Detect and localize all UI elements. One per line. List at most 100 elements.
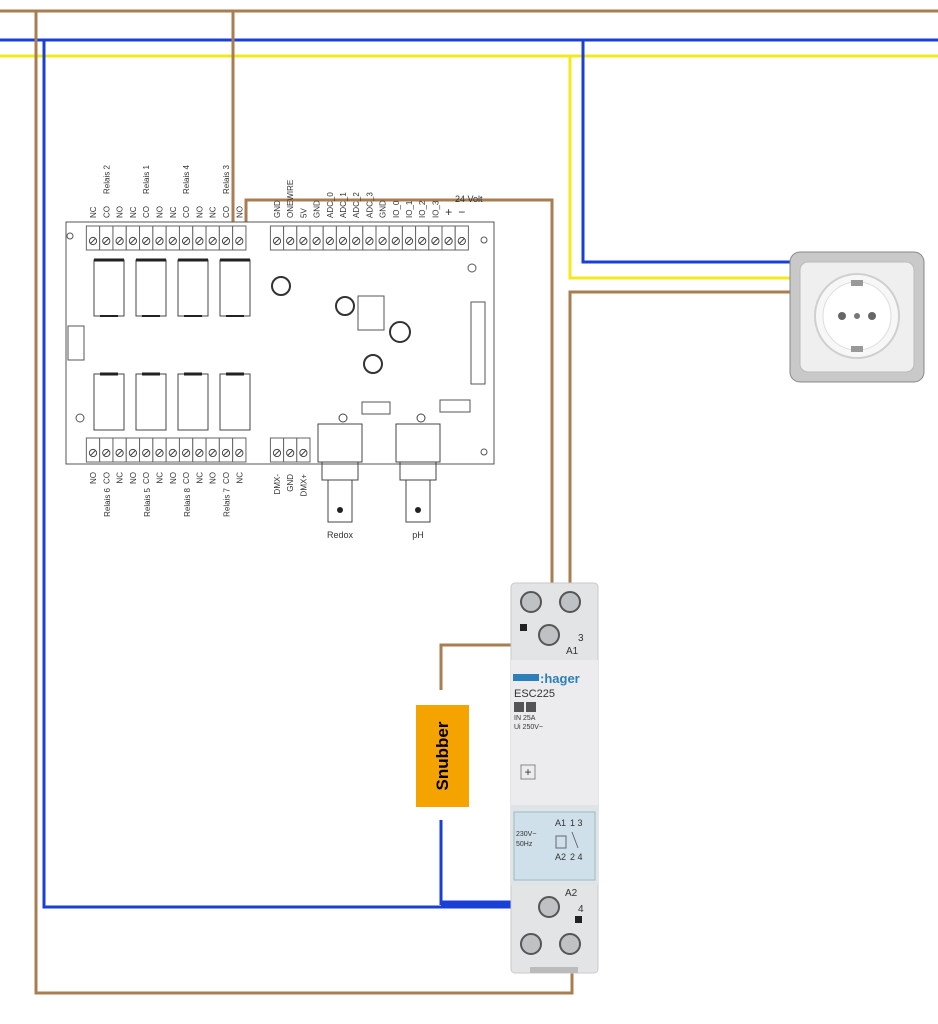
bottom-relay-terminal-1 bbox=[99, 437, 114, 463]
relays-bottom bbox=[93, 372, 251, 431]
dmx-pin-label: DMX+ bbox=[299, 474, 308, 497]
brown-snubber-wire bbox=[439, 643, 545, 690]
dmx-pin-label: DMX- bbox=[273, 474, 282, 495]
top-relay-terminal-8 bbox=[192, 225, 207, 251]
brown-socket-wire bbox=[568, 290, 795, 598]
top-io-terminal-4 bbox=[322, 225, 337, 251]
bottom-relay-terminal-5 bbox=[152, 437, 167, 463]
snubber-label: Snubber bbox=[433, 721, 452, 790]
top-relay-pin-label: NO bbox=[195, 206, 204, 218]
top-relay-name-label: Relais 3 bbox=[222, 165, 231, 194]
top-io-pin-label: ADC_2 bbox=[352, 192, 361, 218]
spec-line2: Ui 250V~ bbox=[514, 724, 543, 731]
top-relay-name-label: Relais 2 bbox=[102, 165, 111, 194]
bottom-relay-terminal-8 bbox=[192, 437, 207, 463]
top-relay-pin-label: CO bbox=[142, 206, 151, 218]
top-relay-terminal-7 bbox=[178, 225, 194, 251]
controller-board: NC CO NO NC CO NO NC CO NO NC CO NO Relais 2 Relais 1… bbox=[65, 165, 495, 540]
model-label: ESC225 bbox=[514, 688, 555, 700]
top-relay-terminal-11 bbox=[232, 225, 247, 251]
bottom-relay-terminal-10 bbox=[218, 437, 234, 463]
yellow-socket-wire bbox=[568, 56, 797, 280]
top-io-pin-label: ONEWIRE bbox=[286, 180, 295, 218]
bottom-relay-terminal-4 bbox=[139, 437, 154, 463]
bottom-relay-name-label: Relais 8 bbox=[183, 487, 192, 516]
top-io-terminal-10 bbox=[401, 225, 417, 251]
bottom-relay-name-label: Relais 5 bbox=[143, 487, 152, 516]
bottom-relay-terminal-7 bbox=[178, 437, 194, 463]
top-io-pin-label: ADC_3 bbox=[365, 192, 374, 218]
top-relay-terminal-1 bbox=[99, 225, 114, 251]
bottom-relay-pin-label: NC bbox=[156, 472, 165, 484]
blue-neutral-wire bbox=[42, 40, 548, 909]
bottom-relay-pin-label: NC bbox=[195, 472, 204, 484]
dmx-terminal-0 bbox=[269, 437, 285, 463]
wall-socket bbox=[789, 251, 925, 383]
bottom-relay-terminal-2 bbox=[112, 437, 127, 463]
bottom-relay-name-label: Relais 7 bbox=[223, 487, 232, 516]
top-relay-terminal-2 bbox=[112, 225, 127, 251]
top-io-pin-label: GND bbox=[379, 200, 388, 218]
top-relay-terminals bbox=[85, 225, 247, 251]
power-pin-label: − bbox=[458, 205, 465, 219]
top-io-terminal-3 bbox=[309, 225, 324, 251]
top-io-terminal-5 bbox=[335, 225, 351, 251]
top-relay-terminal-0 bbox=[85, 225, 101, 251]
top-io-pin-label: IO_1 bbox=[405, 200, 414, 218]
bottom-relay-pin-label: NO bbox=[129, 472, 138, 484]
diagram-24: 2 4 bbox=[570, 852, 583, 862]
bottom-relay-pin-label: NO bbox=[169, 472, 178, 484]
top-relay-pin-label: NC bbox=[169, 206, 178, 218]
brown-switch-wire bbox=[244, 198, 554, 598]
coil-line1: 230V~ bbox=[516, 831, 536, 838]
top-relay-terminal-9 bbox=[205, 225, 220, 251]
top-io-terminal-14 bbox=[454, 225, 469, 251]
top-relay-pin-label: CO bbox=[102, 206, 111, 218]
contactor-screws bbox=[520, 591, 582, 955]
redox-label: Redox bbox=[327, 530, 354, 540]
bottom-relay-pin-label: CO bbox=[142, 472, 151, 484]
bottom-relay-pin-label: CO bbox=[182, 472, 191, 484]
bottom-relay-terminal-9 bbox=[205, 437, 220, 463]
bottom-relay-pin-label: CO bbox=[102, 472, 111, 484]
diagram-a2: A2 bbox=[555, 852, 566, 862]
top-relay-terminal-5 bbox=[152, 225, 167, 251]
top-relay-name-label: Relais 4 bbox=[182, 165, 191, 194]
brand-label: :hager bbox=[540, 671, 580, 686]
top-io-terminal-0 bbox=[269, 225, 285, 251]
bottom-relay-pin-label: NC bbox=[116, 472, 125, 484]
top-io-terminal-8 bbox=[375, 225, 390, 251]
brown-return-wire bbox=[34, 11, 574, 995]
board-outline bbox=[65, 221, 495, 465]
top-io-terminal-1 bbox=[283, 225, 298, 251]
top-io-pin-label: GND bbox=[313, 200, 322, 218]
top-relay-pin-label: NC bbox=[209, 206, 218, 218]
dmx-terminals bbox=[269, 437, 311, 463]
top-relay-pin-label: NO bbox=[116, 206, 125, 218]
top-io-terminal-11 bbox=[415, 225, 430, 251]
bottom-relay-name-label: Relais 6 bbox=[103, 487, 112, 516]
top-io-pin-label: GND bbox=[273, 200, 282, 218]
top-io-terminal-2 bbox=[296, 225, 311, 251]
top-relay-pin-label: NC bbox=[89, 206, 98, 218]
top-relay-pin-label: NC bbox=[129, 206, 138, 218]
bottom-relay-terminal-11 bbox=[232, 437, 247, 463]
top-relay-pin-label: NO bbox=[235, 206, 244, 218]
ph-label: pH bbox=[412, 530, 424, 540]
contactor: 3 A1 A2 4 :hager ESC225 IN 25A Ui 250V~ … bbox=[510, 582, 599, 974]
top-io-pin-label: ADC_1 bbox=[339, 192, 348, 218]
coil-line2: 50Hz bbox=[516, 841, 533, 848]
power-pin-label: + bbox=[445, 205, 452, 219]
top-relay-pin-label: CO bbox=[182, 206, 191, 218]
bottom-relay-terminal-6 bbox=[165, 437, 180, 463]
terminal-a1-label: A1 bbox=[566, 646, 579, 657]
bnc-connector-redox bbox=[317, 413, 363, 523]
top-io-pin-label: ADC_0 bbox=[326, 192, 335, 218]
top-relay-name-label: Relais 1 bbox=[142, 165, 151, 194]
top-io-pin-label: IO_3 bbox=[431, 200, 440, 218]
top-io-terminal-12 bbox=[428, 225, 443, 251]
top-io-terminal-7 bbox=[362, 225, 377, 251]
svg-text:+: + bbox=[524, 765, 531, 779]
top-io-terminal-6 bbox=[349, 225, 364, 251]
